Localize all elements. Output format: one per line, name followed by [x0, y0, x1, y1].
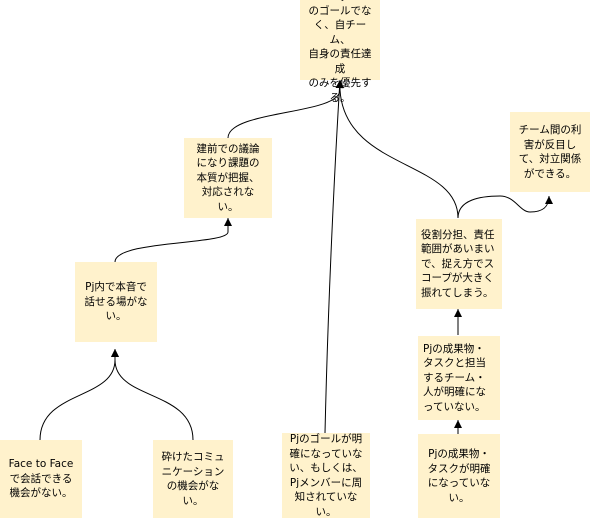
note-inter-team-conflict: チーム間の利 害が反目し て、対立関係 ができる。 [510, 112, 590, 192]
note-ambiguous-roles: 役割分担、責任 範囲があいまい で、捉え方でス コープが大きく 振れてしまう。 [416, 219, 502, 309]
connector-role-to-top [336, 80, 459, 219]
note-unclear-deliverable-owner: Pjの成果物・ タスクと担当 するチーム・ 人が明確にな っていない。 [418, 336, 500, 420]
connector-face-to-honest [39, 349, 119, 441]
note-superficial-discussion: 建前での議論 になり課題の 本質が把握、 対応されな い。 [184, 138, 272, 218]
note-no-face-to-face: Face to Face で会話できる 機会がない。 [0, 440, 82, 518]
note-unclear-deliverable: Pjの成果物・ タスクが明確 になっていな い。 [418, 434, 500, 518]
connector-role-to-conflict [457, 195, 553, 219]
connector-comm-to-honest [111, 349, 194, 441]
note-no-honest-talk: Pj内で本音で 話せる場がな い。 [75, 262, 157, 342]
connector-goal-to-top [324, 79, 344, 434]
note-unclear-project-goal: Pjのゴールが明 確になっていな い、もしくは、 Pjメンバーに周 知されていな… [282, 433, 370, 518]
note-top-priority-own-team: Pjメンバーが Pj のゴールでな く、自チーム、 自身の責任達成 のみを優先す… [300, 0, 380, 104]
connector-honest-to-meeting [114, 218, 232, 263]
note-no-casual-communication: 砕けたコミュ ニケーション の機会がな い。 [153, 440, 233, 518]
